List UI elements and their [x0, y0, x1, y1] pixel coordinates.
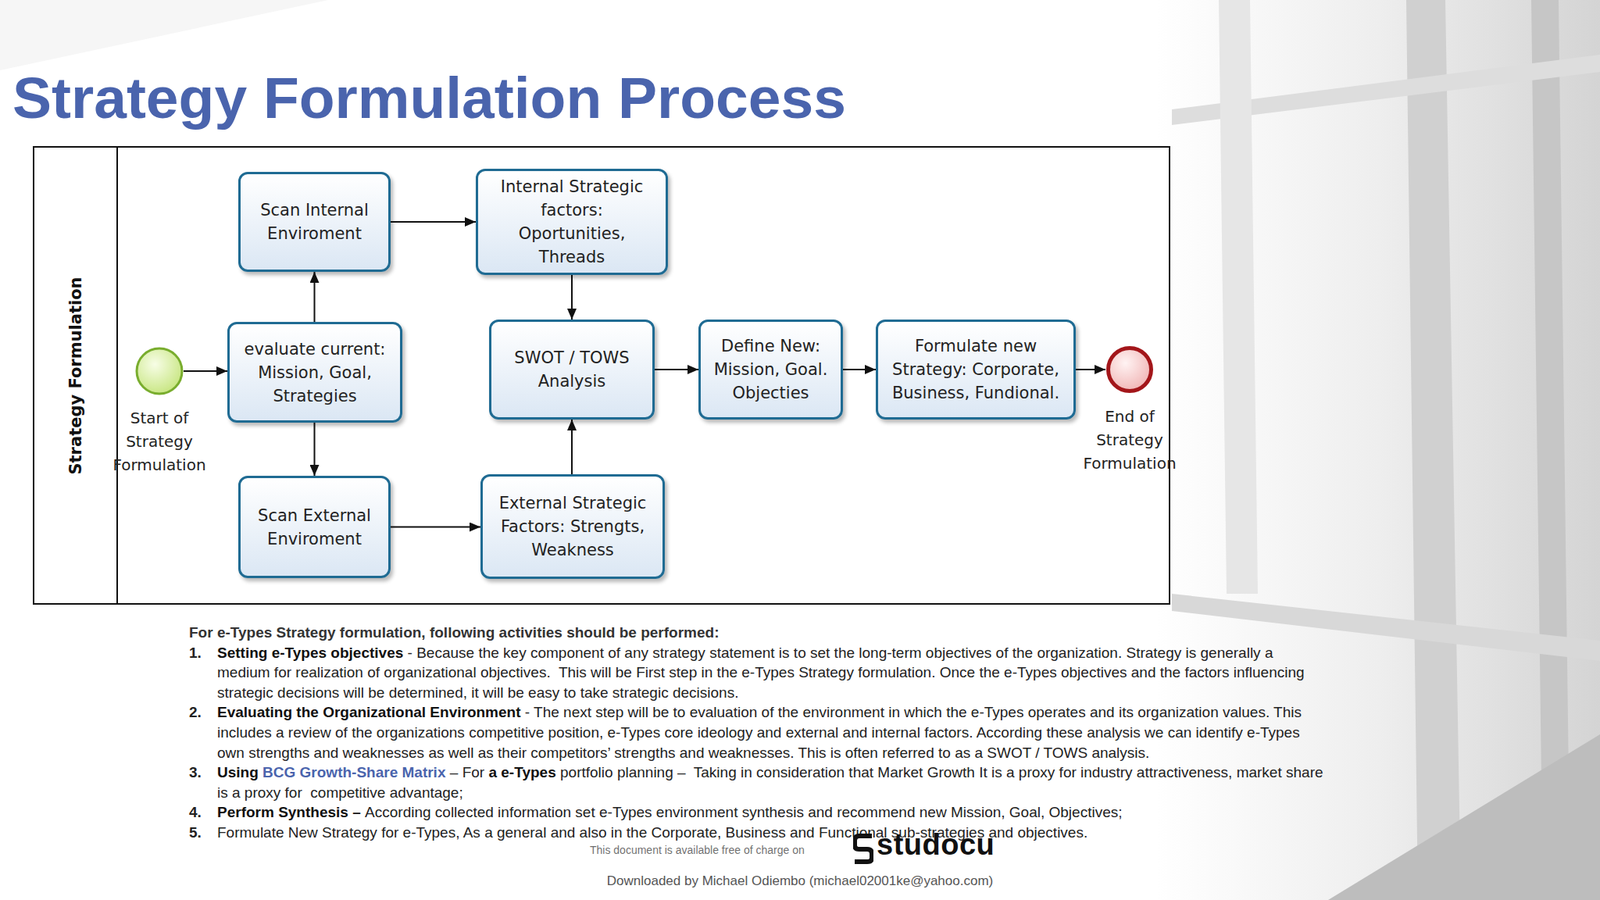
node-text: End of Strategy Formulation: [1075, 404, 1185, 475]
flow-arrow: [1075, 368, 1106, 371]
node-text: Scan External Enviroment: [248, 503, 381, 551]
node-text: External Strategic Factors: Strengts, We…: [490, 491, 655, 562]
list-number: 5.: [189, 822, 202, 843]
end-event-circle: [1105, 345, 1154, 394]
lane-label: Strategy Formulation: [66, 276, 86, 475]
list-number: 4.: [189, 802, 202, 823]
notes-heading: For e-Types Strategy formulation, follow…: [189, 622, 1324, 643]
process-box: Define New: Mission, Goal. Objecties: [698, 319, 843, 420]
process-box: Scan Internal Enviroment: [238, 171, 391, 272]
notes-block: For e-Types Strategy formulation, follow…: [189, 622, 1324, 843]
node-text: Scan Internal Enviroment: [248, 198, 381, 246]
list-number: 2.: [189, 702, 202, 723]
list-number: 1.: [189, 642, 202, 664]
node-text: SWOT / TOWS Analysis: [499, 346, 645, 393]
end-event: End of Strategy Formulation: [1075, 345, 1185, 475]
flow-arrow: [654, 368, 699, 371]
node-text: Internal Strategic factors: Oportunities…: [485, 175, 658, 269]
node-text: Start of Strategy Formulation: [104, 406, 215, 477]
list-number: 3.: [189, 762, 202, 783]
flow-arrow: [314, 271, 316, 322]
item-lead: Evaluating the Organizational Environmen…: [217, 703, 522, 721]
process-box: Formulate new Strategy: Corporate, Busin…: [875, 319, 1076, 420]
process-box: SWOT / TOWS Analysis: [489, 319, 655, 420]
process-box: evaluate current: Mission, Goal, Strateg…: [227, 321, 403, 423]
node-text: evaluate current: Mission, Goal, Strateg…: [237, 337, 393, 408]
process-box: External Strategic Factors: Strengts, We…: [480, 474, 665, 579]
logo-icon: [853, 832, 874, 865]
pool: Strategy Formulation Start of Strategy F…: [32, 146, 1171, 605]
item-lead: Perform Synthesis –: [217, 803, 361, 821]
flow-arrow: [183, 370, 228, 372]
flow-arrow: [314, 422, 316, 476]
flow-arrow: [390, 526, 481, 529]
list-item: 5.Formulate New Strategy for e-Types, As…: [189, 822, 1324, 843]
logo-text: studocu: [876, 828, 995, 862]
item-text: – For: [450, 764, 485, 781]
flow-arrow: [571, 419, 573, 475]
flow-arrow: [390, 221, 476, 223]
lane-band: Strategy Formulation: [34, 147, 118, 604]
item-lead: Setting e-Types objectives: [217, 644, 404, 661]
start-event-circle: [135, 346, 184, 396]
item-lead: Using: [217, 764, 259, 781]
item-text: According collected information set e-Ty…: [364, 803, 1122, 821]
process-box: Internal Strategic factors: Oportunities…: [475, 168, 668, 275]
download-note: Downloaded by Michael Odiembo (michael02…: [0, 873, 1600, 890]
item-link: BCG Growth-Share Matrix: [262, 764, 446, 781]
flow-arrow: [842, 368, 876, 371]
list-item: 1.Setting e-Types objectives- Because th…: [189, 642, 1324, 704]
node-text: Formulate new Strategy: Corporate, Busin…: [885, 334, 1066, 405]
node-text: Define New: Mission, Goal. Objecties: [708, 334, 833, 405]
page-title: Strategy Formulation Process: [12, 62, 847, 133]
start-event: Start of Strategy Formulation: [104, 346, 215, 477]
item-lead: a e-Types: [488, 764, 556, 781]
list-item: 3. UsingBCG Growth-Share Matrix– Fora e-T…: [189, 762, 1324, 803]
heading-text: For e-Types Strategy formulation, follow…: [189, 624, 719, 641]
process-box: Scan External Enviroment: [238, 475, 391, 579]
list-item: 2. Evaluating the Organizational Environm…: [189, 702, 1324, 763]
list-item: 4. Perform Synthesis –According collected…: [189, 802, 1324, 823]
flow-arrow: [571, 275, 573, 320]
watermark-text: This document is available free of charg…: [589, 843, 805, 857]
